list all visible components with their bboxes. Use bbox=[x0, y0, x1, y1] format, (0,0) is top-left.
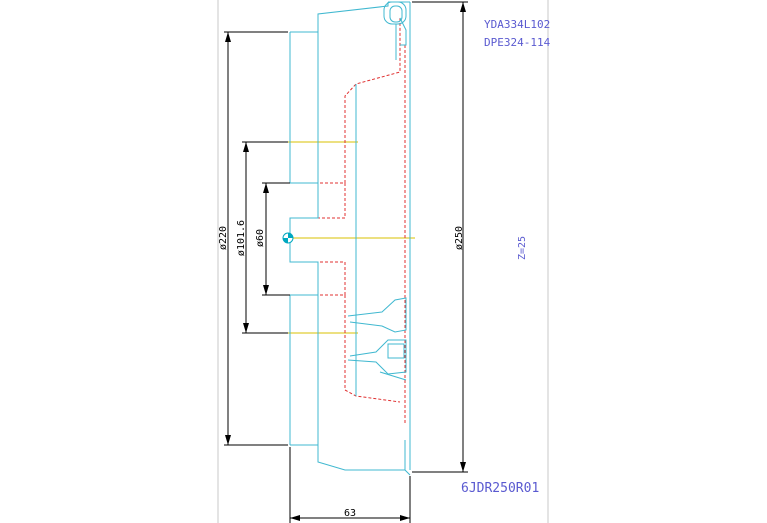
part-code-1: YDA334L102 bbox=[484, 18, 550, 31]
dimension-lines bbox=[224, 1, 468, 523]
dimension-arrows bbox=[225, 2, 466, 521]
dim-label-d101-6: ø101.6 bbox=[236, 220, 247, 256]
tool-outline bbox=[289, 1, 411, 476]
part-code-2: DPE324-114 bbox=[484, 36, 551, 49]
dim-label-d60: ø60 bbox=[255, 229, 266, 247]
dim-label-length-63: 63 bbox=[344, 508, 356, 519]
hidden-lines bbox=[290, 18, 406, 425]
origin-marker-icon bbox=[282, 232, 294, 244]
insert-pocket bbox=[347, 1, 407, 381]
teeth-label: Z=25 bbox=[517, 236, 528, 260]
axis-lines bbox=[288, 141, 415, 334]
dim-label-d220: ø220 bbox=[218, 226, 229, 250]
part-number: 6JDR250R01 bbox=[461, 481, 539, 496]
dim-label-d250: ø250 bbox=[454, 226, 465, 250]
